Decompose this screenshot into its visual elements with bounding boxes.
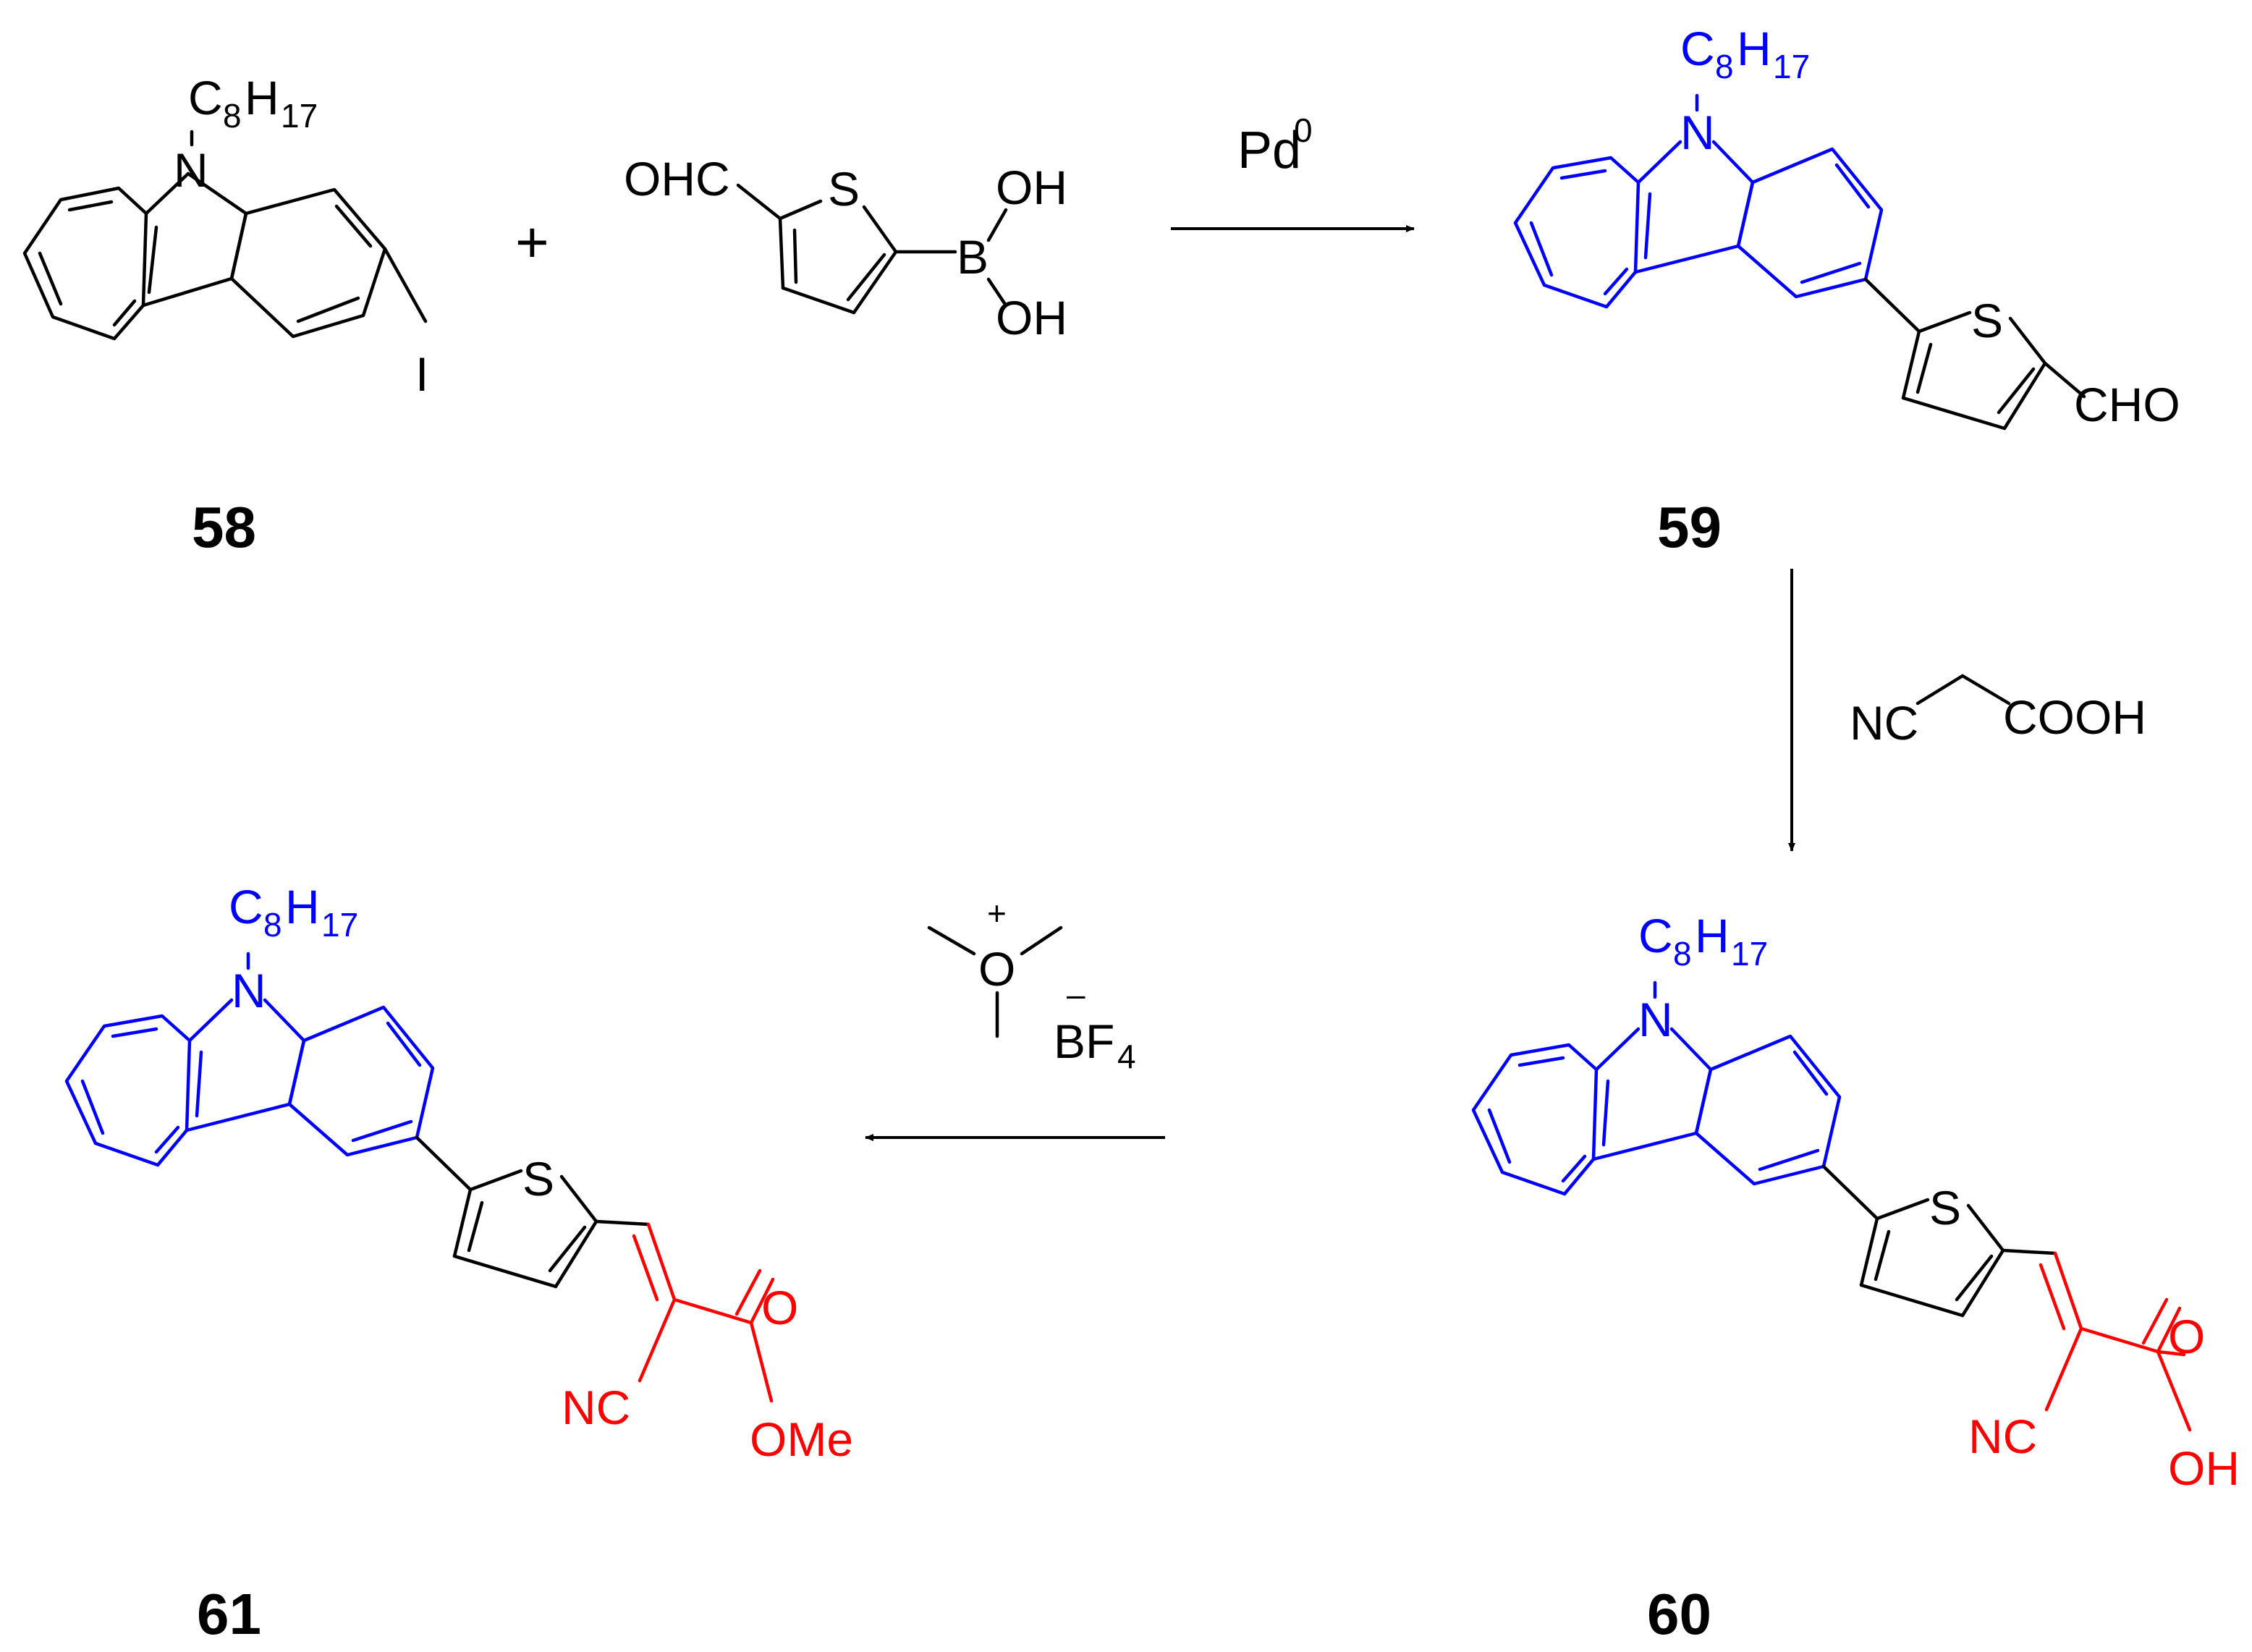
arrow-step-2: NC COOH <box>1788 569 2146 852</box>
compound-59: N C 8 H 17 S CHO 59 <box>1513 22 2180 559</box>
atom-s-reagent: S <box>828 162 860 216</box>
compound-number-60: 60 <box>1647 1582 1711 1646</box>
carbazole-60-bonds <box>1471 980 1842 1196</box>
atom-s-61: S <box>522 1152 554 1206</box>
atom-n-60: N <box>1638 993 1673 1046</box>
atom-n-61: N <box>232 964 266 1017</box>
substituent-label-61: N C 8 H 17 S NC O OMe <box>229 880 853 1466</box>
catalyst-pd: Pd <box>1237 122 1301 179</box>
formyl-label: OHC <box>624 152 730 206</box>
compound-number-61: 61 <box>197 1582 261 1646</box>
compound-number-58: 58 <box>192 495 256 559</box>
reagent-bonds <box>736 183 1008 315</box>
hydroxyl-60: OH <box>2168 1441 2240 1495</box>
subscript-8-60: 8 <box>1673 935 1692 973</box>
atom-h-58: H <box>245 71 279 124</box>
atom-h-61: H <box>285 880 320 933</box>
atom-i-58: I <box>415 347 428 401</box>
subscript-17-61: 17 <box>321 906 358 944</box>
subscript-8-58: 8 <box>223 97 242 135</box>
tetrafluoroborate-subscript: 4 <box>1117 1038 1136 1075</box>
catalyst-superscript: 0 <box>1294 111 1313 149</box>
hydroxyl-2: OH <box>996 291 1067 344</box>
oxonium-o: O <box>978 942 1015 996</box>
carbazole-58-bonds <box>22 130 428 341</box>
subscript-17-60: 17 <box>1731 935 1768 973</box>
formyl-label-59: CHO <box>2074 378 2180 431</box>
hydroxyl-1: OH <box>996 161 1067 214</box>
atom-s-60: S <box>1929 1181 1961 1234</box>
substituent-label-59: N C 8 H 17 S CHO <box>1680 22 2180 431</box>
carbonyl-o-61: O <box>761 1281 798 1334</box>
atom-b: B <box>957 230 989 284</box>
compound-61: N C 8 H 17 S NC O OMe 61 <box>64 880 853 1646</box>
atom-c-60: C <box>1638 909 1673 962</box>
arrow-step-3: O + – BF 4 <box>865 894 1165 1141</box>
nitrile-60: NC <box>1968 1410 2037 1463</box>
subscript-8-59: 8 <box>1715 48 1734 85</box>
formyl-thiophene-boronic-acid: OHC S B OH OH <box>624 152 1067 344</box>
oxonium-charge: + <box>987 894 1007 932</box>
atom-n-58: N <box>174 143 208 197</box>
atom-h-59: H <box>1737 22 1771 75</box>
thiophene-59-bonds <box>1863 277 2086 431</box>
acceptor-61-bonds <box>632 1222 775 1403</box>
thiophene-61-bonds <box>415 1135 651 1289</box>
subscript-17-58: 17 <box>281 97 318 135</box>
thiophene-60-bonds <box>1821 1164 2057 1318</box>
atom-s-59: S <box>1971 294 2003 347</box>
compound-58: N C 8 H 17 I 58 <box>22 71 428 559</box>
compound-60: N C 8 H 17 S NC O OH 60 <box>1471 909 2240 1646</box>
atom-c-59: C <box>1680 22 1715 75</box>
subscript-17-59: 17 <box>1773 48 1810 85</box>
cyanoacetic-nc: NC <box>1850 696 1918 750</box>
substituent-label-58: N C 8 H 17 I <box>174 71 428 401</box>
cyanoacetic-cooh: COOH <box>2003 690 2146 744</box>
trimethyloxonium-bonds <box>927 925 1063 1038</box>
substituent-label-60: N C 8 H 17 S NC O OH <box>1638 909 2240 1495</box>
atom-h-60: H <box>1695 909 1730 962</box>
subscript-8-61: 8 <box>263 906 282 944</box>
atom-c-58: C <box>188 71 223 124</box>
compound-number-59: 59 <box>1657 495 1722 559</box>
atom-n-59: N <box>1680 106 1715 159</box>
carbazole-59-bonds <box>1513 93 1884 309</box>
acceptor-60-bonds <box>2039 1251 2192 1432</box>
tetrafluoroborate-bf: BF <box>1054 1015 1114 1068</box>
plus-sign: + <box>515 210 549 274</box>
tetrafluoroborate-charge: – <box>1067 975 1085 1013</box>
cyanoacetic-acid-bonds <box>1916 674 2011 706</box>
atom-c-61: C <box>229 880 263 933</box>
methoxy-61: OMe <box>750 1412 853 1466</box>
carbonyl-o-60: O <box>2168 1310 2205 1363</box>
nitrile-61: NC <box>562 1381 630 1434</box>
arrow-step-1: Pd 0 <box>1171 111 1415 232</box>
